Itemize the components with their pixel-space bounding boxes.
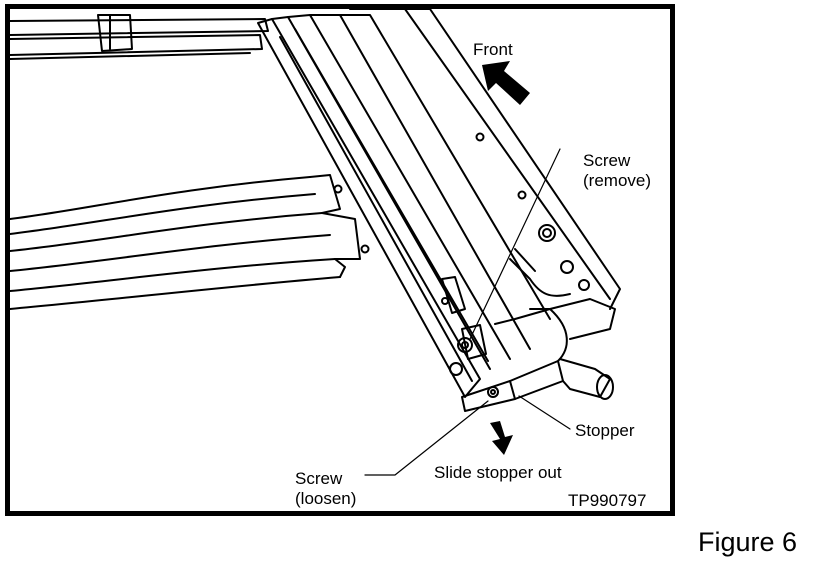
figure-caption: Figure 6 xyxy=(698,527,798,557)
sunroof-rail-illustration xyxy=(10,9,621,476)
screw-loosen-label-line1: Screw xyxy=(295,469,343,488)
slide-out-arrow-icon xyxy=(490,421,513,455)
stopper-block xyxy=(441,276,487,360)
screw-remove-icon xyxy=(457,224,556,353)
figure-frame: Front Screw (remove) Stopper Slide stopp… xyxy=(5,4,675,516)
side-rail xyxy=(257,9,621,412)
front-label: Front xyxy=(473,40,513,59)
figure-code: TP990797 xyxy=(568,491,647,510)
stopper-label: Stopper xyxy=(575,421,635,440)
upper-cross-member xyxy=(10,14,269,60)
screw-loosen-icon xyxy=(487,386,499,398)
screw-loosen-label-line2: (loosen) xyxy=(295,489,357,508)
front-arrow-icon xyxy=(482,61,530,105)
screw-remove-label-line1: Screw xyxy=(583,151,631,170)
leader-lines xyxy=(364,148,571,476)
lower-cross-member xyxy=(10,174,361,310)
slide-stopper-out-label: Slide stopper out xyxy=(434,463,562,482)
screw-remove-label-line2: (remove) xyxy=(583,171,652,190)
